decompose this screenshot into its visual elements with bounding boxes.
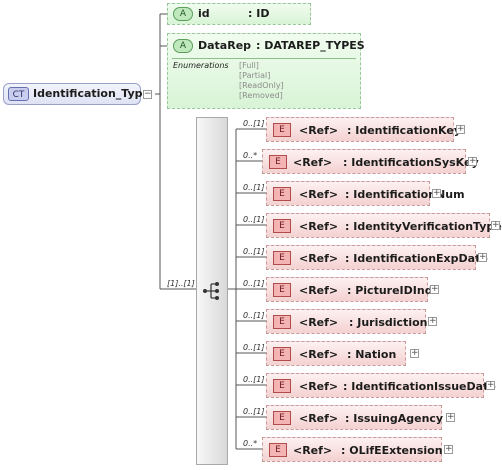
attribute-name: id	[198, 7, 210, 20]
expand-icon[interactable]: +	[446, 412, 455, 422]
element-node[interactable]: E <Ref> : Nation	[266, 341, 406, 366]
element-node[interactable]: E <Ref> : IssuingAgency	[266, 405, 444, 430]
expand-icon[interactable]: +	[430, 284, 439, 294]
element-name: : IssuingAgency	[345, 412, 444, 425]
expand-icon[interactable]: +	[478, 252, 487, 262]
element-multiplicity: 0..*	[243, 439, 258, 448]
expand-icon[interactable]: +	[491, 220, 500, 230]
element-name: : OLifEExtension	[341, 444, 443, 457]
enumeration-value: [ReadOnly]	[239, 81, 284, 90]
collapse-toggle-icon[interactable]: −	[143, 89, 152, 99]
expand-icon[interactable]: +	[432, 188, 441, 198]
element-node[interactable]: E <Ref> : IdentificationIssueDate	[266, 373, 496, 398]
element-node[interactable]: E <Ref> : IdentityVerificationType	[266, 213, 502, 238]
element-name: : IdentificationNum	[345, 188, 465, 201]
element-node[interactable]: E <Ref> : PictureIDInd	[266, 277, 433, 302]
expand-icon[interactable]: +	[444, 444, 453, 454]
element-badge: E	[269, 155, 287, 169]
element-node[interactable]: E <Ref> : IdentificationNum	[266, 181, 465, 206]
element-multiplicity: 0..[1]	[243, 215, 265, 224]
sequence-icon	[203, 282, 219, 300]
element-badge: E	[273, 187, 291, 201]
element-multiplicity: 0..[1]	[243, 183, 265, 192]
element-ref: <Ref>	[299, 188, 339, 201]
element-name: : IdentificationKey	[347, 124, 461, 137]
element-name: : IdentificationSysKey	[343, 156, 479, 169]
sequence-compositor[interactable]	[196, 117, 228, 465]
element-node[interactable]: E <Ref> : Jurisdiction	[266, 309, 428, 334]
element-multiplicity: 0..[1]	[243, 279, 265, 288]
element-multiplicity: 0..*	[243, 151, 258, 160]
attribute-type: : DATAREP_TYPES	[256, 39, 365, 52]
complex-type-badge: CT	[8, 87, 29, 101]
element-badge: E	[269, 443, 287, 457]
element-badge: E	[273, 251, 291, 265]
element-badge: E	[273, 315, 291, 329]
element-ref: <Ref>	[299, 252, 339, 265]
element-badge: E	[273, 347, 291, 361]
attribute-type: : ID	[248, 7, 270, 20]
expand-icon[interactable]: +	[456, 124, 465, 134]
element-ref: <Ref>	[299, 348, 339, 361]
enumerations-label: Enumerations	[173, 61, 229, 70]
element-node[interactable]: E <Ref> : IdentificationExpDate	[266, 245, 488, 270]
element-ref: <Ref>	[299, 284, 339, 297]
attribute-node-id[interactable]: A id : ID	[167, 3, 311, 25]
element-badge: E	[273, 219, 291, 233]
element-name: : IdentificationExpDate	[345, 252, 488, 265]
attribute-badge: A	[173, 7, 193, 21]
expand-icon[interactable]: +	[410, 348, 419, 358]
enumeration-value: [Full]	[239, 61, 259, 70]
element-name: : Nation	[347, 348, 397, 361]
element-ref: <Ref>	[293, 444, 333, 457]
element-node[interactable]: E <Ref> : IdentificationSysKey	[262, 149, 479, 174]
expand-icon[interactable]: +	[486, 380, 495, 390]
enumeration-value: [Partial]	[239, 71, 271, 80]
element-badge: E	[273, 123, 291, 137]
element-multiplicity: 0..[1]	[243, 375, 265, 384]
element-badge: E	[273, 379, 291, 393]
attribute-badge: A	[173, 39, 193, 53]
sequence-multiplicity: [1]..[1]	[167, 279, 195, 288]
expand-icon[interactable]: +	[468, 156, 477, 166]
element-multiplicity: 0..[1]	[243, 119, 265, 128]
element-name: : IdentificationIssueDate	[343, 380, 496, 393]
element-name: : PictureIDInd	[347, 284, 433, 297]
element-name: : Jurisdiction	[349, 316, 428, 329]
attribute-name: DataRep	[198, 39, 252, 52]
element-ref: <Ref>	[299, 124, 339, 137]
complex-type-name: Identification_Type	[33, 87, 151, 100]
element-multiplicity: 0..[1]	[243, 343, 265, 352]
element-multiplicity: 0..[1]	[243, 311, 265, 320]
attribute-node-datarep[interactable]: A DataRep : DATAREP_TYPES Enumerations […	[167, 33, 365, 109]
element-node[interactable]: E <Ref> : IdentificationKey	[266, 117, 461, 142]
element-name: : IdentityVerificationType	[345, 220, 502, 233]
expand-icon[interactable]: +	[428, 316, 437, 326]
element-ref: <Ref>	[299, 316, 339, 329]
element-ref: <Ref>	[299, 380, 339, 393]
complex-type-node[interactable]: CT Identification_Type	[3, 83, 150, 105]
element-multiplicity: 0..[1]	[243, 247, 265, 256]
attribute-divider	[172, 58, 356, 59]
enumeration-value: [Removed]	[239, 91, 283, 100]
element-ref: <Ref>	[299, 220, 339, 233]
element-ref: <Ref>	[293, 156, 333, 169]
element-badge: E	[273, 283, 291, 297]
element-badge: E	[273, 411, 291, 425]
element-node[interactable]: E <Ref> : OLifEExtension	[262, 437, 443, 462]
element-multiplicity: 0..[1]	[243, 407, 265, 416]
element-ref: <Ref>	[299, 412, 339, 425]
